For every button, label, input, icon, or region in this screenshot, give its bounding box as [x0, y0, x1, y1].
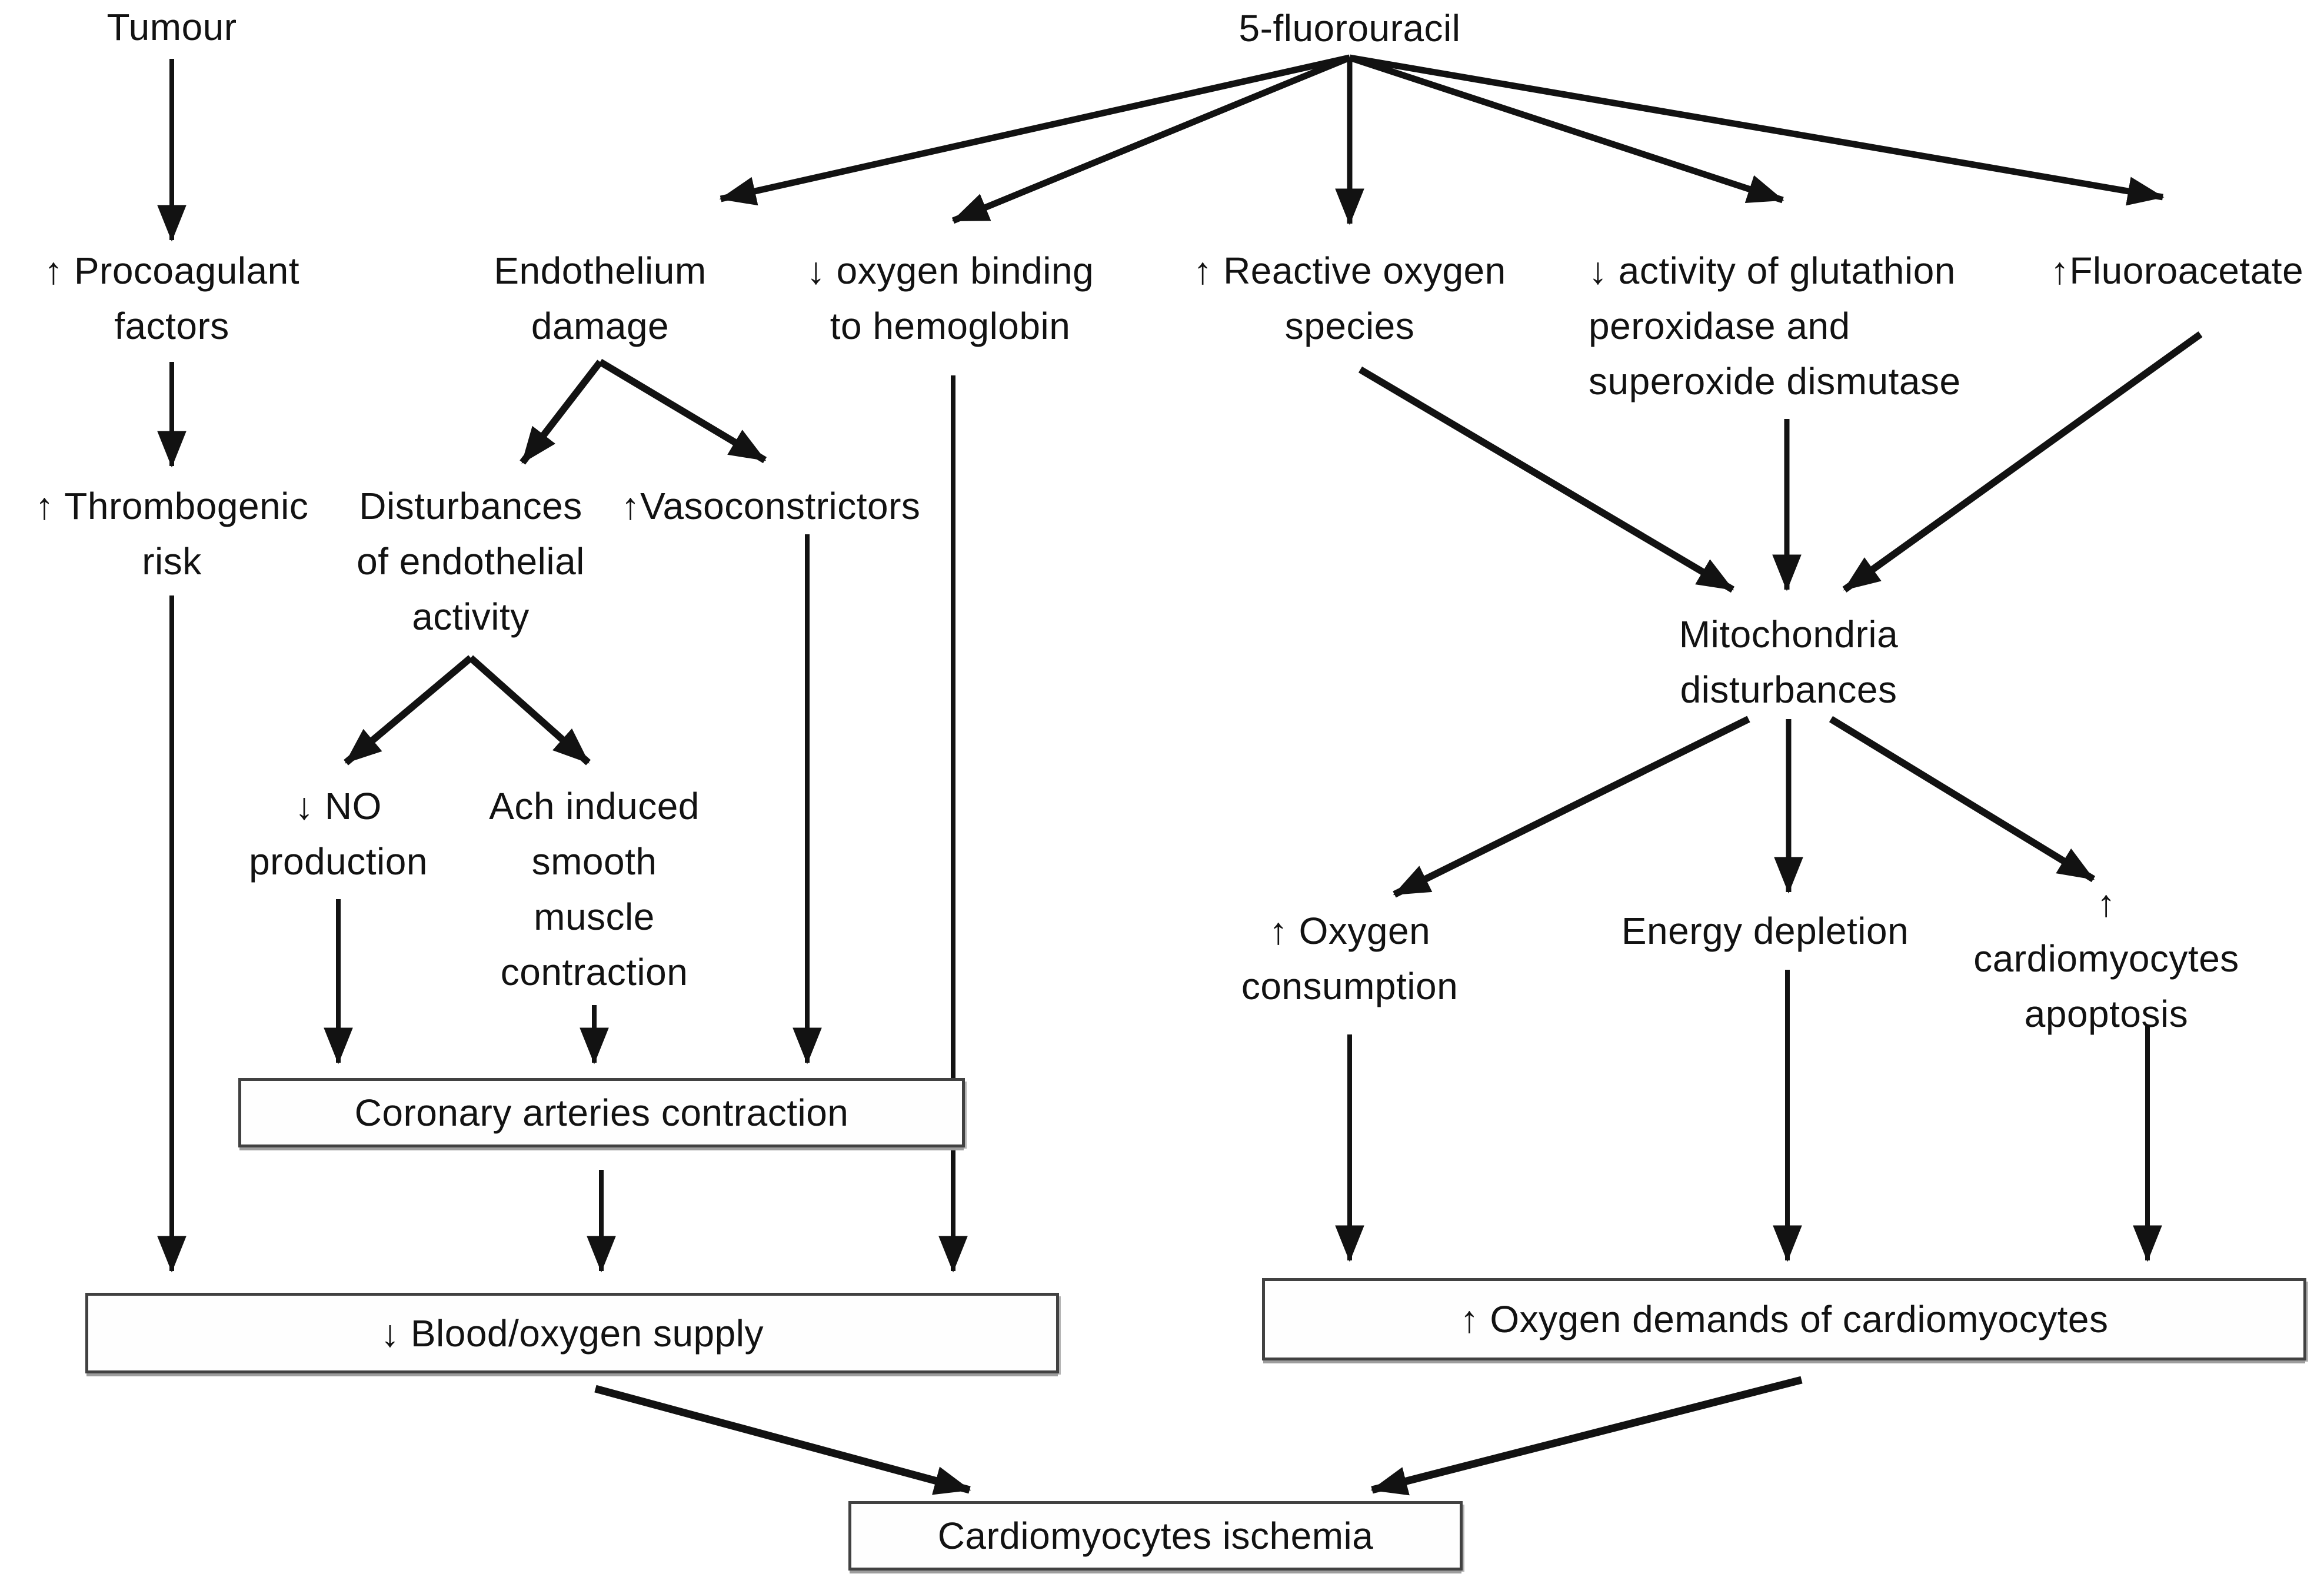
node-disturbances: Disturbances of endothelial activity: [357, 485, 585, 638]
box-label-blood-oxygen-supply: ↓ Blood/oxygen supply: [381, 1312, 764, 1355]
node-fluoroacetate: ↑Fluoroacetate: [2050, 249, 2304, 292]
arrow-fu-to-glutathion: [1349, 54, 1784, 204]
arrow-fu-to-oxygen-binding: [951, 54, 1351, 224]
node-procoagulant: ↑ Procoagulant factors: [44, 249, 299, 347]
box-blood-oxygen-supply: ↓ Blood/oxygen supply: [85, 1293, 1059, 1373]
arrow-disturbances-split-left: [344, 655, 473, 766]
arrow-endothelium-split-left: [520, 360, 603, 465]
box-label-coronary-contraction: Coronary arteries contraction: [354, 1092, 849, 1134]
node-reactive-oxygen: ↑ Reactive oxygen species: [1193, 249, 1506, 347]
node-vasoconstrictors: ↑Vasoconstrictors: [621, 485, 921, 527]
node-oxygen-binding: ↓ oxygen binding to hemoglobin: [806, 249, 1094, 347]
node-glutathion: ↓ activity of glutathion peroxidase and …: [1589, 249, 1961, 402]
arrow-endothelium-split-right: [598, 358, 767, 464]
arrow-mitochondria-to-apoptosis: [1829, 716, 2096, 883]
arrow-fu-to-endothelium: [719, 54, 1351, 206]
arrow-blood-supply-to-ischemia: [594, 1385, 971, 1495]
arrow-demands-to-ischemia: [1370, 1376, 1803, 1496]
node-tumour: Tumour: [106, 6, 237, 48]
node-energy-depletion: Energy depletion: [1621, 910, 1909, 952]
node-no-production: ↓ NO production: [249, 785, 428, 883]
node-thrombogenic: ↑ Thrombogenic risk: [35, 485, 309, 583]
box-label-cardiomyocytes-ischemia: Cardiomyocytes ischemia: [937, 1515, 1374, 1557]
box-coronary-contraction: Coronary arteries contraction: [238, 1078, 965, 1147]
node-oxygen-consumption: ↑ Oxygen consumption: [1241, 910, 1459, 1007]
arrow-ros-to-mitochondria: [1358, 366, 1735, 593]
arrow-disturbances-split-right: [468, 655, 591, 766]
node-cardiomyocytes-apoptosis: ↑ cardiomyocytes apoptosis: [1973, 882, 2239, 1035]
arrow-fluoroacetate-to-mitochondria: [1842, 331, 2203, 593]
node-ach-contraction: Ach induced smooth muscle contraction: [489, 785, 700, 993]
box-oxygen-demands: ↑ Oxygen demands of cardiomyocytes: [1262, 1278, 2306, 1360]
node-mitochondria: Mitochondria disturbances: [1679, 613, 1899, 711]
node-endothelium: Endothelium damage: [494, 249, 707, 347]
arrow-fu-to-fluoroacetate: [1349, 54, 2165, 206]
box-cardiomyocytes-ischemia: Cardiomyocytes ischemia: [848, 1501, 1463, 1571]
box-label-oxygen-demands: ↑ Oxygen demands of cardiomyocytes: [1460, 1298, 2109, 1340]
node-fluorouracil: 5-fluorouracil: [1238, 7, 1461, 49]
arrow-mitochondria-to-consumption: [1393, 716, 1750, 898]
